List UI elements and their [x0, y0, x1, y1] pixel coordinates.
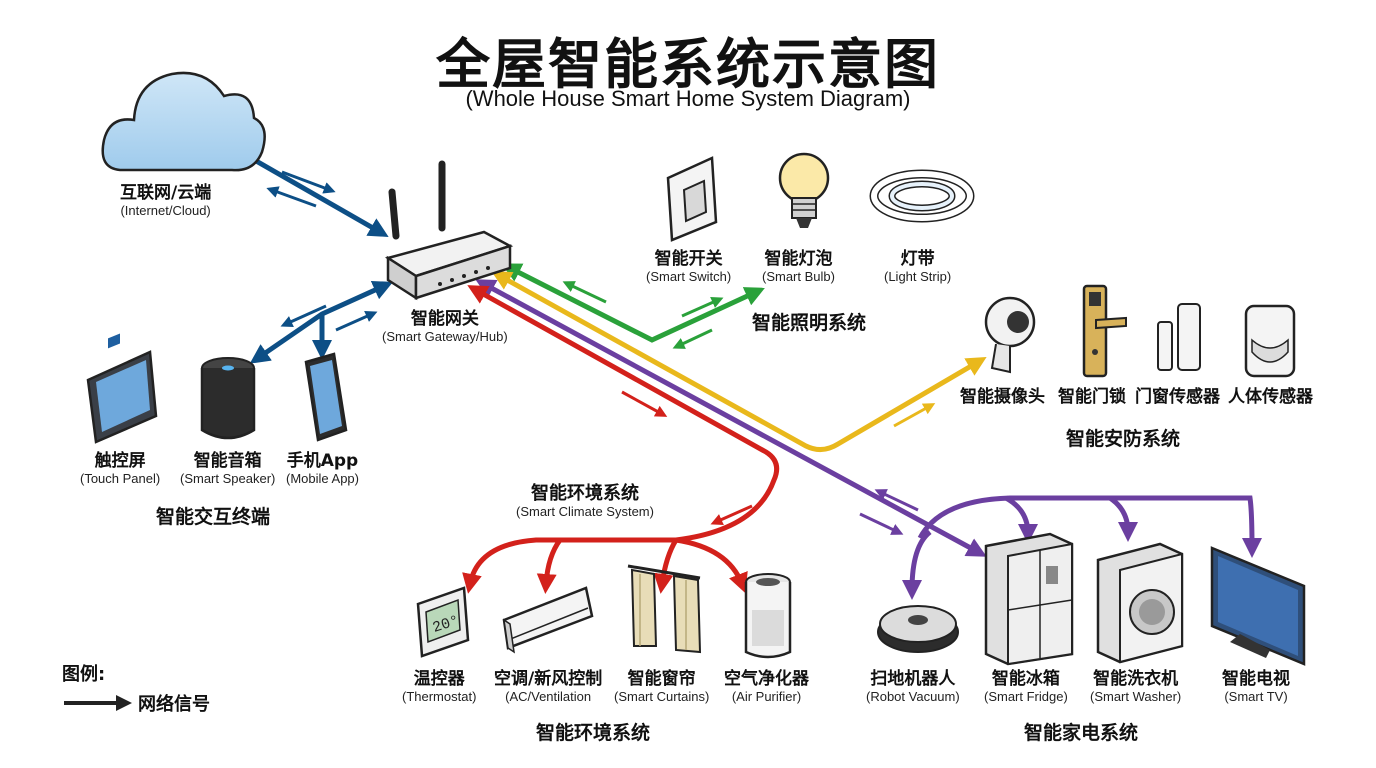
smart-tv-zh: 智能电视: [1222, 669, 1290, 689]
light-strip-en: (Light Strip): [884, 268, 952, 284]
climate-mid-label: 智能环境系统 (Smart Climate System): [516, 483, 654, 520]
air-purifier-en: (Air Purifier): [731, 688, 802, 704]
router-icon: [384, 160, 514, 301]
touch-panel-label: 触控屏 (Touch Panel): [80, 451, 161, 486]
ac-ventilation-en: (AC/Ventilation: [505, 688, 592, 704]
gateway-label: 智能网关 (Smart Gateway/Hub): [382, 309, 508, 344]
motion-sensor-icon: [1244, 304, 1296, 378]
smart-washer-en: (Smart Washer): [1090, 688, 1182, 704]
robot-vacuum-icon: [877, 605, 959, 653]
page-title: 全屋智能系统示意图: [436, 33, 940, 96]
mobile-app-label: 手机App (Mobile App): [286, 451, 359, 486]
air-purifier-icon: [744, 573, 792, 659]
smart-tv-label: 智能电视 (Smart TV): [1222, 669, 1290, 704]
fridge-icon: [984, 532, 1074, 666]
robot-vacuum-label: 扫地机器人 (Robot Vacuum): [866, 669, 960, 704]
smart-bulb-en: (Smart Bulb): [762, 268, 835, 284]
smart-switch-zh: 智能开关: [654, 249, 723, 269]
light-switch-icon: [666, 156, 718, 242]
climate-mid-zh: 智能环境系统: [530, 483, 639, 504]
curtains-icon: [627, 564, 702, 654]
interaction-group-label: 智能交互终端: [156, 506, 271, 528]
smart-bulb-label: 智能灯泡 (Smart Bulb): [762, 249, 835, 284]
smart-fridge-label: 智能冰箱 (Smart Fridge): [984, 669, 1068, 704]
touch-panel-icon: [86, 333, 158, 444]
gateway-label-zh: 智能网关: [410, 309, 479, 329]
appliance-group-label: 智能家电系统: [1024, 722, 1139, 744]
air-purifier-zh: 空气净化器: [724, 669, 809, 689]
washing-machine-icon: [1096, 542, 1184, 664]
motion-sensor-label: 人体传感器: [1228, 387, 1313, 408]
ac-ventilation-zh: 空调/新风控制: [494, 669, 603, 689]
mobile-app-zh: 手机App: [286, 451, 359, 471]
cloud-label-zh: 互联网/云端: [120, 183, 212, 203]
cloud-label: 互联网/云端 (Internet/Cloud): [120, 183, 212, 218]
lighting-group-label: 智能照明系统: [752, 312, 867, 334]
door-window-sensor-label: 门窗传感器: [1135, 387, 1220, 408]
camera-zh: 智能摄像头: [960, 387, 1045, 407]
smart-washer-label: 智能洗衣机 (Smart Washer): [1090, 669, 1182, 704]
smart-speaker-en: (Smart Speaker): [180, 470, 276, 486]
smart-fridge-zh: 智能冰箱: [991, 669, 1060, 689]
smart-curtains-zh: 智能窗帘: [627, 669, 696, 689]
smart-fridge-en: (Smart Fridge): [984, 688, 1068, 704]
climate-group-label: 智能环境系统: [536, 722, 651, 744]
smart-speaker-zh: 智能音箱: [193, 451, 262, 471]
legend-title: 图例:: [62, 664, 106, 685]
cloud-label-en: (Internet/Cloud): [120, 202, 211, 218]
cloud-icon: [101, 71, 266, 172]
camera-label: 智能摄像头: [960, 387, 1045, 408]
mobile-phone-icon: [304, 352, 348, 442]
thermostat-icon: 20°: [416, 586, 470, 658]
gateway-label-en: (Smart Gateway/Hub): [382, 328, 508, 344]
touch-panel-zh: 触控屏: [94, 451, 146, 471]
thermostat-en: (Thermostat): [402, 688, 477, 704]
page-subtitle: (Whole House Smart Home System Diagram): [465, 86, 911, 111]
door-window-sensor-icon: [1157, 303, 1201, 371]
robot-vacuum-zh: 扫地机器人: [870, 669, 956, 689]
air-purifier-label: 空气净化器 (Air Purifier): [724, 669, 809, 704]
motion-sensor-zh: 人体传感器: [1228, 387, 1313, 407]
door-window-sensor-zh: 门窗传感器: [1135, 387, 1220, 407]
network-links: [221, 141, 394, 364]
smart-speaker-label: 智能音箱 (Smart Speaker): [180, 451, 276, 486]
legend-item-label: 网络信号: [138, 694, 210, 715]
air-conditioner-icon: [502, 586, 594, 654]
robot-vacuum-en: (Robot Vacuum): [866, 688, 960, 704]
camera-icon: [984, 296, 1036, 374]
light-strip-zh: 灯带: [900, 249, 935, 269]
smart-switch-en: (Smart Switch): [646, 268, 732, 284]
door-lock-zh: 智能门锁: [1058, 387, 1126, 407]
door-lock-label: 智能门锁: [1058, 387, 1126, 408]
climate-mid-en: (Smart Climate System): [516, 503, 654, 519]
ac-ventilation-label: 空调/新风控制 (AC/Ventilation: [494, 669, 603, 704]
smart-curtains-label: 智能窗帘 (Smart Curtains): [614, 669, 710, 704]
light-strip-label: 灯带 (Light Strip): [884, 249, 952, 284]
light-strip-icon: [869, 169, 975, 223]
smart-bulb-zh: 智能灯泡: [764, 249, 833, 269]
smart-curtains-en: (Smart Curtains): [614, 688, 710, 704]
thermostat-label: 温控器 (Thermostat): [402, 669, 477, 704]
door-lock-icon: [1082, 284, 1127, 378]
security-group-label: 智能安防系统: [1066, 428, 1181, 450]
climate-links: [462, 285, 780, 594]
smart-switch-label: 智能开关 (Smart Switch): [646, 249, 732, 284]
smart-washer-zh: 智能洗衣机: [1093, 669, 1179, 689]
mobile-app-en: (Mobile App): [286, 470, 359, 486]
touch-panel-en: (Touch Panel): [80, 470, 161, 486]
smart-speaker-icon: [200, 357, 256, 440]
tv-icon: [1210, 546, 1306, 666]
thermostat-zh: 温控器: [413, 669, 465, 689]
appliance-links: [475, 279, 1262, 600]
light-bulb-icon: [778, 152, 830, 228]
smart-tv-en: (Smart TV): [1224, 688, 1288, 704]
